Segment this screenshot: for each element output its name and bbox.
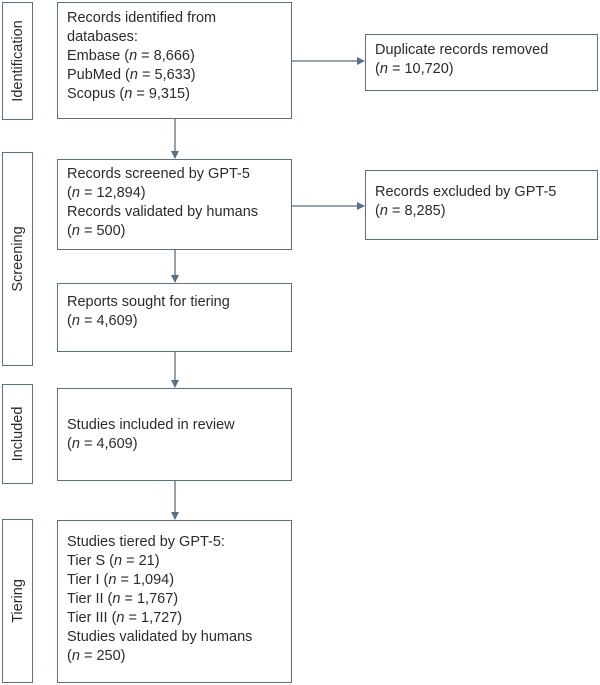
screened-count: (n = 12,894): [67, 185, 146, 201]
duplicates-heading: Duplicate records removed: [375, 42, 549, 58]
pubmed-count: PubMed (n = 5,633): [67, 67, 196, 83]
tier-s-count: Tier S (n = 21): [67, 553, 160, 569]
box-reports-sought: Reports sought for tiering (n = 4,609): [57, 283, 292, 352]
stage-screening: Screening: [2, 152, 33, 366]
excluded-heading: Records excluded by GPT-5: [375, 184, 557, 200]
box-records-screened: Records screened by GPT-5 (n = 12,894) R…: [57, 159, 292, 250]
box-studies-tiered: Studies tiered by GPT-5: Tier S (n = 21)…: [57, 520, 292, 683]
validated-heading: Records validated by humans: [67, 204, 259, 220]
box-records-identified: Records identified from databases: Embas…: [57, 2, 292, 119]
tiered-validated-heading: Studies validated by humans: [67, 629, 253, 645]
stage-included: Included: [2, 384, 33, 484]
box-studies-included: Studies included in review (n = 4,609): [57, 388, 292, 481]
included-count: (n = 4,609): [67, 436, 138, 452]
excluded-count: (n = 8,285): [375, 203, 446, 219]
box-duplicates-removed: Duplicate records removed (n = 10,720): [365, 34, 598, 91]
embase-count: Embase (n = 8,666): [67, 48, 195, 64]
sought-count: (n = 4,609): [67, 313, 138, 329]
stage-identification: Identification: [2, 2, 33, 120]
duplicates-count: (n = 10,720): [375, 61, 454, 77]
validated-count: (n = 500): [67, 223, 126, 239]
tier-2-count: Tier II (n = 1,767): [67, 591, 179, 607]
identified-heading-2: databases:: [67, 29, 138, 45]
tier-3-count: Tier III (n = 1,727): [67, 610, 183, 626]
screened-heading: Records screened by GPT-5: [67, 166, 250, 182]
tier-1-count: Tier I (n = 1,094): [67, 572, 175, 588]
sought-heading: Reports sought for tiering: [67, 294, 230, 310]
scopus-count: Scopus (n = 9,315): [67, 86, 190, 102]
identified-heading-1: Records identified from: [67, 10, 217, 26]
included-heading: Studies included in review: [67, 417, 235, 433]
tiered-validated-count: (n = 250): [67, 648, 126, 664]
stage-tiering: Tiering: [2, 519, 33, 683]
tiered-heading: Studies tiered by GPT-5:: [67, 534, 225, 550]
box-records-excluded: Records excluded by GPT-5 (n = 8,285): [365, 170, 598, 240]
